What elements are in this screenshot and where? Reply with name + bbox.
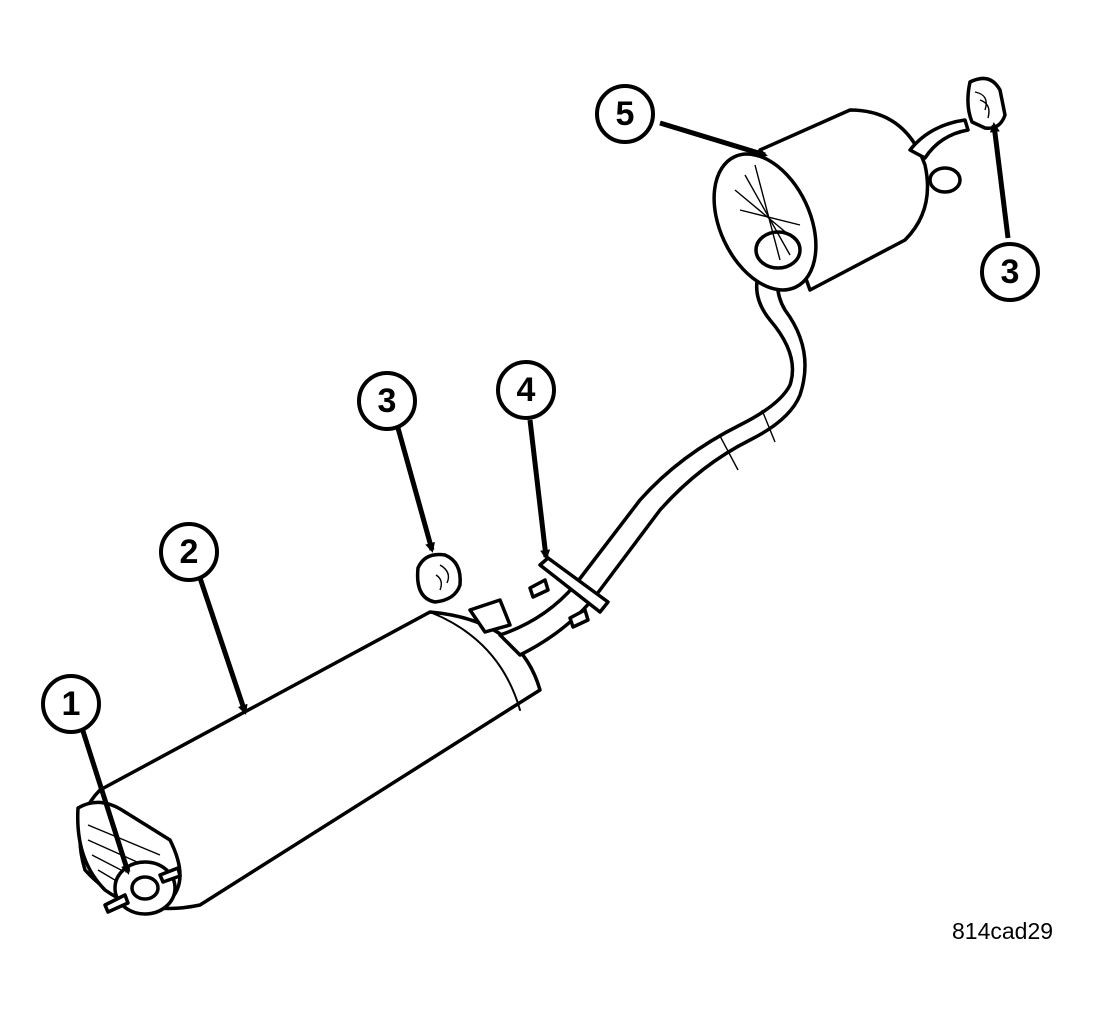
- isolator-hanger: [415, 552, 462, 604]
- callout-3a-label: 3: [378, 382, 397, 420]
- leader-2: [197, 577, 248, 715]
- tail-isolator: [966, 76, 1007, 130]
- callout-1-label: 1: [62, 685, 81, 723]
- callout-2-label: 2: [180, 533, 199, 571]
- pipe-clamp: [528, 556, 610, 629]
- callout-4-label: 4: [517, 371, 536, 409]
- callout-3-muffler: 3: [357, 371, 417, 431]
- callout-4: 4: [496, 360, 556, 420]
- leader-3b: [989, 122, 1011, 239]
- callout-2: 2: [159, 522, 219, 582]
- callout-3b-label: 3: [1001, 253, 1020, 291]
- callout-3-tail: 3: [980, 242, 1040, 302]
- outlet-flange: [103, 860, 182, 916]
- callout-5-label: 5: [616, 95, 635, 133]
- callout-5: 5: [595, 84, 655, 144]
- intermediate-pipe: [498, 253, 807, 657]
- muffler: [75, 598, 542, 911]
- callout-1: 1: [41, 674, 101, 734]
- leader-1: [79, 727, 131, 875]
- leader-5: [659, 120, 768, 158]
- leader-4: [527, 419, 551, 560]
- leader-3a: [395, 427, 435, 553]
- figure-code: 814cad29: [952, 918, 1054, 944]
- resonator: [712, 108, 970, 292]
